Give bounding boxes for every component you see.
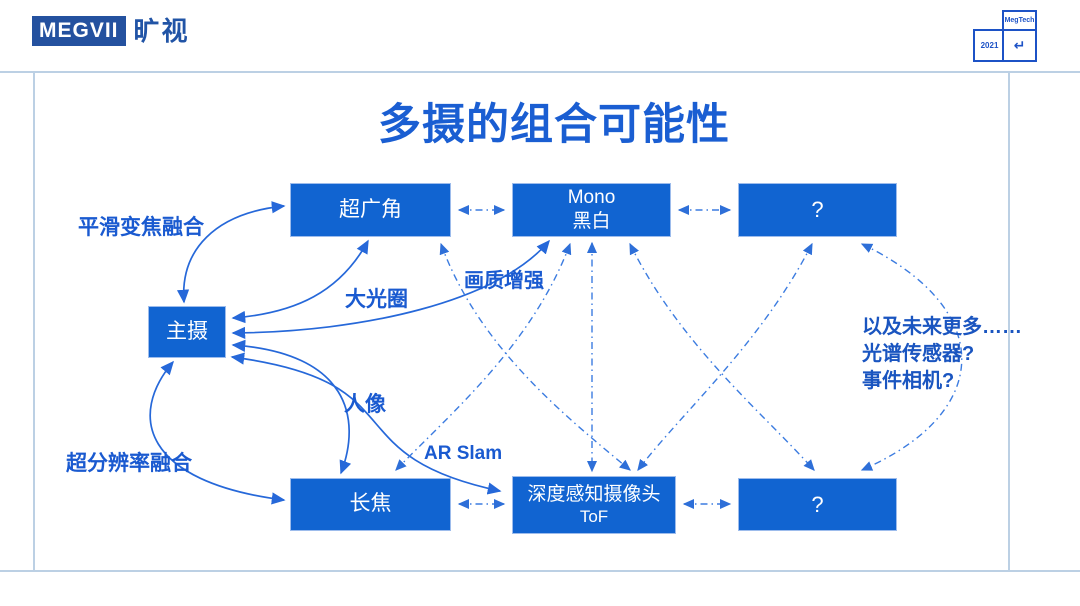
node-mono-line1: Mono: [567, 187, 616, 209]
label-large-aperture: 大光圈: [345, 288, 408, 311]
node-question-bottom-label: ?: [811, 491, 824, 517]
label-quality-enhance: 画质增强: [464, 270, 544, 292]
megvii-logo: MEGVII 旷视: [32, 16, 190, 46]
future-line-3: 事件相机?: [862, 370, 955, 392]
node-mono-line2: 黑白: [572, 211, 611, 232]
frame-line-top: [0, 71, 1080, 73]
node-main-label: 主摄: [166, 319, 208, 343]
label-portrait: 人像: [344, 393, 386, 416]
node-question-top-label: ?: [811, 197, 824, 223]
node-depth-camera: 深度感知摄像头 ToF: [512, 476, 676, 534]
node-mono-camera: Mono 黑白: [512, 183, 671, 237]
future-line-2: 光谱传感器?: [862, 343, 975, 365]
label-ar-slam: AR Slam: [424, 443, 503, 464]
frame-line-bottom: [0, 570, 1080, 572]
label-super-resolution: 超分辨率融合: [66, 452, 192, 475]
frame-line-right: [1008, 71, 1010, 572]
node-main-camera: 主摄: [148, 306, 226, 358]
node-ultrawide-label: 超广角: [339, 197, 402, 221]
arrow-super-res: [149, 360, 286, 505]
node-question-bottom: ?: [738, 478, 897, 531]
arrow-portrait: [231, 339, 352, 475]
link-mono-question-bottom: [629, 242, 815, 471]
megvii-logo-chinese: 旷视: [133, 16, 190, 46]
node-depth-line2: ToF: [579, 507, 609, 527]
future-sensors-text: 以及未来更多…… 光谱传感器? 事件相机?: [862, 314, 1022, 395]
node-telephoto-camera: 长焦: [290, 478, 451, 531]
future-line-1: 以及未来更多……: [862, 316, 1022, 338]
frame-line-left: [33, 71, 35, 572]
badge-return-icon: ↵: [1002, 29, 1037, 62]
megvii-logo-text: MEGVII: [32, 16, 126, 46]
node-question-top: ?: [738, 183, 897, 237]
badge-brand-cell: MegTech: [1002, 10, 1037, 31]
node-tele-label: 长焦: [349, 492, 392, 516]
megtech-2021-badge: MegTech 2021 ↵: [973, 10, 1037, 62]
label-smooth-zoom-fusion: 平滑变焦融合: [78, 216, 204, 239]
page-title: 多摄的组合可能性: [378, 101, 730, 149]
node-depth-line1: 深度感知摄像头: [527, 483, 661, 505]
arrow-ar-slam: [230, 352, 502, 495]
link-question-top-depth: [637, 242, 813, 472]
node-ultrawide-camera: 超广角: [290, 183, 451, 237]
